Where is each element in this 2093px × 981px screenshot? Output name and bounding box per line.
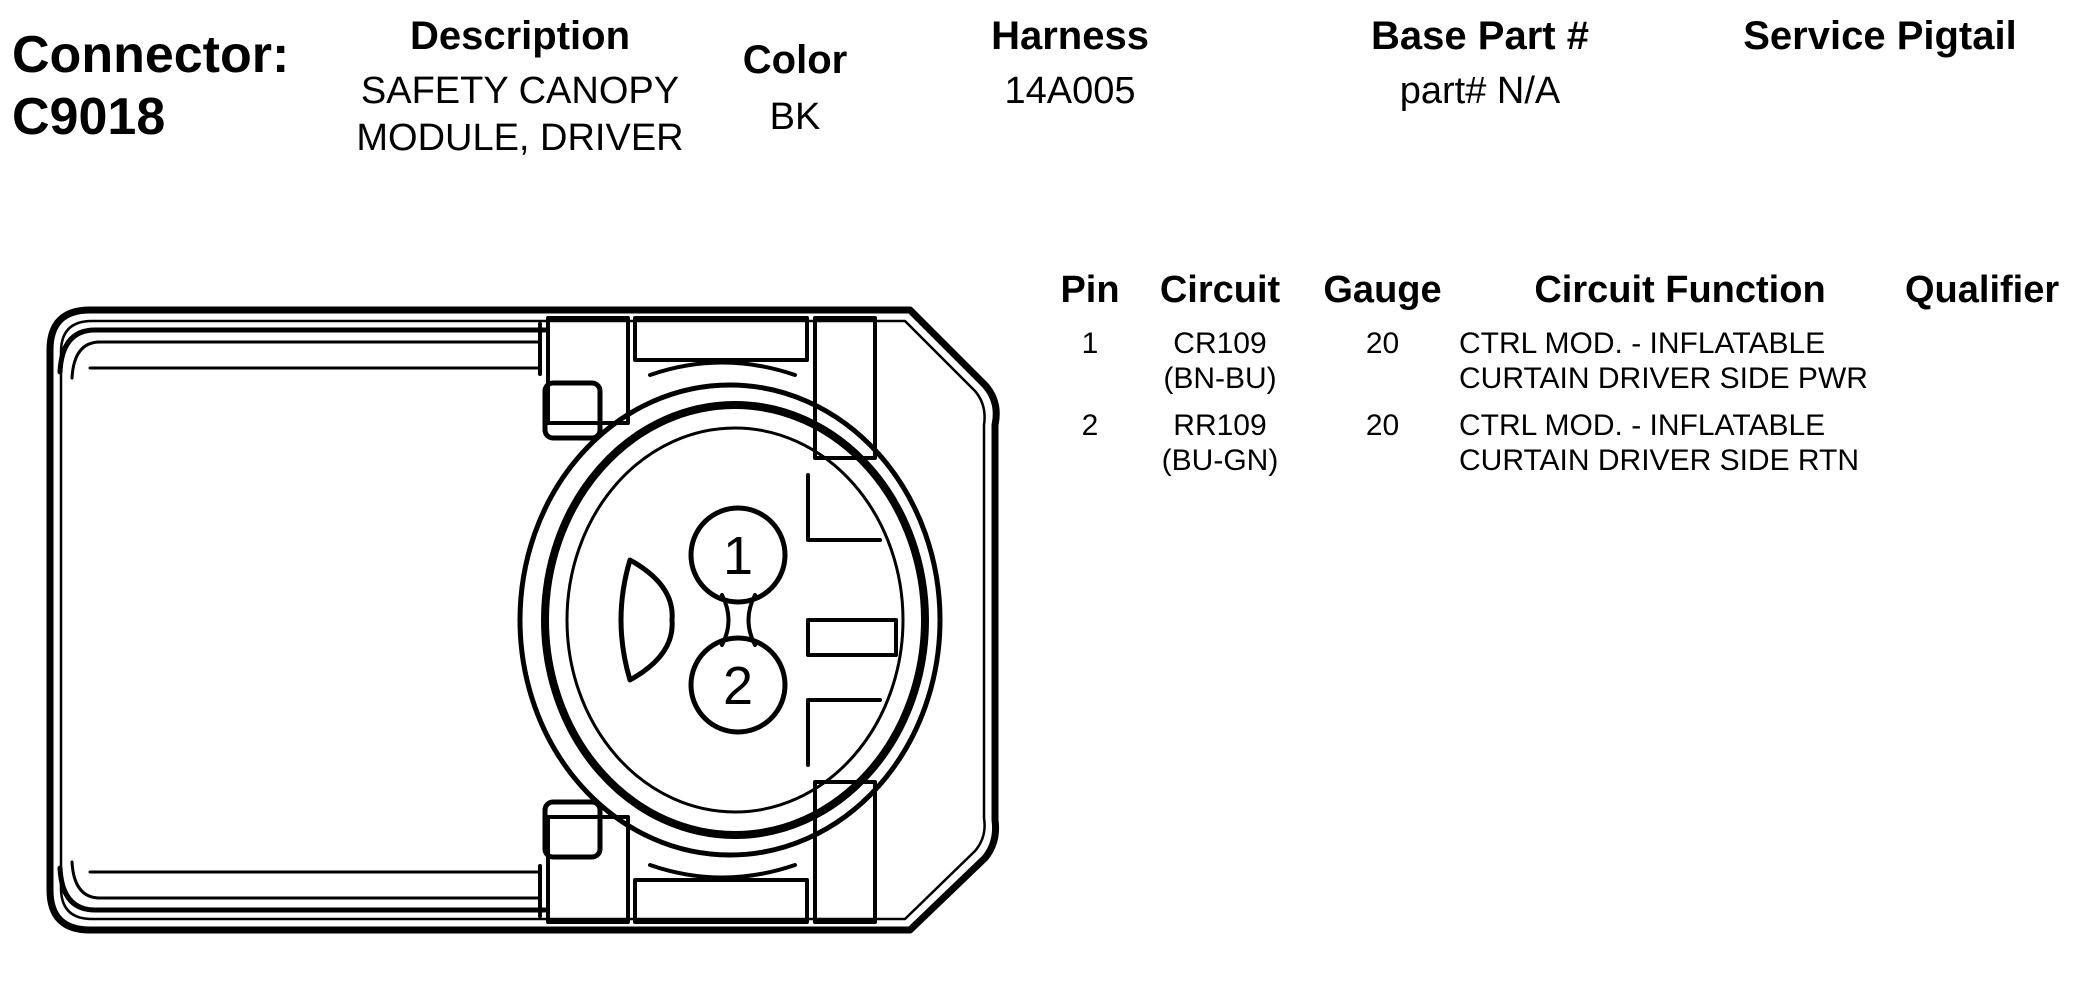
latch-rail-bottom xyxy=(57,860,548,918)
service-pigtail-title: Service Pigtail xyxy=(1743,14,2017,58)
column-header-gauge: Gauge xyxy=(1323,269,1442,311)
connector-id: C9018 xyxy=(12,88,166,146)
connector-label: Connector: xyxy=(12,26,290,84)
base-part-title: Base Part # xyxy=(1371,14,1589,58)
gauge: 20 xyxy=(1365,409,1400,442)
keying-slots xyxy=(806,473,898,767)
harness-title: Harness xyxy=(991,14,1149,58)
base-part-value: part# N/A xyxy=(1399,70,1561,112)
column-header-circuit: Circuit xyxy=(1159,269,1281,311)
pin-number: 1 xyxy=(1081,327,1099,360)
circuit-id: RR109 xyxy=(1173,409,1267,442)
inner-frame xyxy=(546,316,877,924)
pin-label-2: 2 xyxy=(723,656,753,716)
description-column: Description SAFETY CANOPY MODULE, DRIVER xyxy=(330,14,710,162)
circuit-function-line-1: CTRL MOD. - INFLATABLE xyxy=(1459,409,1826,442)
pin-cavity-1 xyxy=(688,505,788,605)
connector-face-diagram: 1 2 xyxy=(46,306,1000,934)
color-title: Color xyxy=(742,38,848,82)
harness-column: Harness 14A005 xyxy=(940,14,1200,115)
polarization-key xyxy=(618,557,675,683)
service-pigtail-column: Service Pigtail xyxy=(1700,14,2060,68)
connector-title: Connector: C9018 xyxy=(12,24,289,148)
gauge: 20 xyxy=(1365,327,1400,360)
circuit-function-line-2: CURTAIN DRIVER SIDE PWR xyxy=(1459,362,1868,395)
locator-square-top xyxy=(542,380,603,441)
description-line-1: SAFETY CANOPY xyxy=(360,70,680,112)
plug-body xyxy=(517,382,943,858)
description-line-2: MODULE, DRIVER xyxy=(356,117,684,159)
locator-square-bottom xyxy=(542,799,603,860)
color-value: BK xyxy=(769,96,821,138)
circuit-function-line-2: CURTAIN DRIVER SIDE RTN xyxy=(1459,444,1860,477)
wire-color: (BN-BU) xyxy=(1163,362,1277,395)
color-column: Color BK xyxy=(720,38,870,141)
circuit-id: CR109 xyxy=(1173,327,1267,360)
latch-rail-top xyxy=(57,322,548,380)
column-header-qualifier: Qualifier xyxy=(1905,269,2060,311)
base-part-column: Base Part # part# N/A xyxy=(1330,14,1630,115)
pin-cavities xyxy=(688,505,788,735)
description-title: Description xyxy=(409,14,631,58)
pin-number: 2 xyxy=(1081,409,1099,442)
pin-cavity-2 xyxy=(688,635,788,735)
wire-color: (BU-GN) xyxy=(1161,444,1279,477)
pin-label-1: 1 xyxy=(723,526,753,586)
connector-housing xyxy=(46,306,1000,934)
circuit-function-line-1: CTRL MOD. - INFLATABLE xyxy=(1459,327,1826,360)
harness-value: 14A005 xyxy=(1004,70,1136,112)
column-header-pin: Pin xyxy=(1060,269,1120,311)
column-header-circuit-function: Circuit Function xyxy=(1534,269,1826,311)
